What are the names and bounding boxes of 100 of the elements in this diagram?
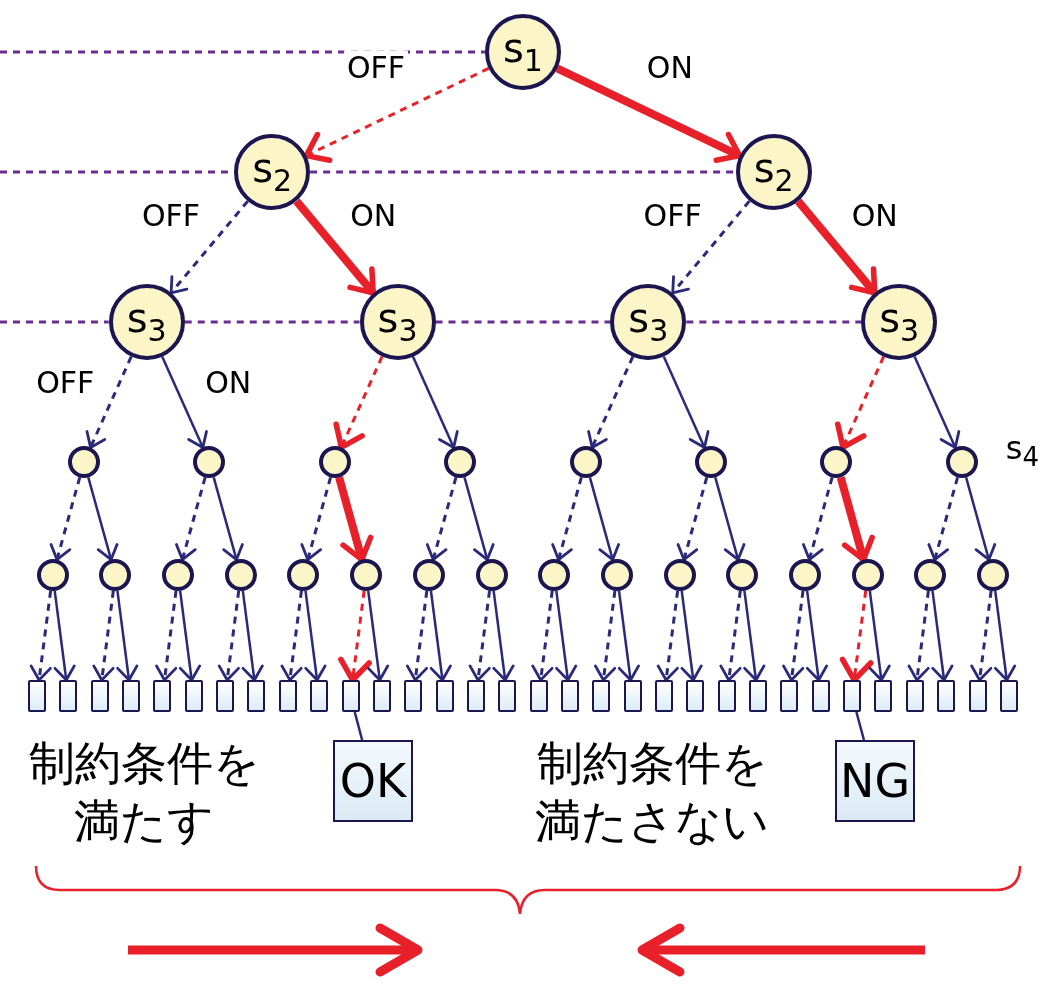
- arrow: [293, 198, 377, 296]
- leader-line: [353, 711, 364, 741]
- leaf-box: [999, 680, 1018, 712]
- arrow: [29, 590, 53, 682]
- state-circle: [193, 446, 226, 478]
- leaf-box: [122, 680, 141, 712]
- arrow: [169, 200, 249, 295]
- arrow: [676, 477, 709, 561]
- state-circle: [99, 559, 132, 591]
- state-circle: [108, 284, 185, 360]
- leaf-box: [28, 680, 46, 712]
- arrow: [907, 590, 930, 682]
- leaf-box: [686, 680, 705, 712]
- arrow: [367, 590, 390, 682]
- leaf-box: [968, 680, 987, 712]
- arrow: [617, 590, 640, 682]
- arrow: [49, 477, 82, 561]
- leaf-box: [623, 680, 642, 712]
- leaf-box: [811, 680, 830, 712]
- state-circle: [945, 446, 978, 478]
- leaf-box: [278, 680, 297, 712]
- arrow: [795, 198, 878, 296]
- arrow: [87, 477, 119, 561]
- guide-line: [686, 320, 862, 324]
- state-circle: [475, 559, 508, 591]
- guide-line: [310, 170, 736, 174]
- arrow: [241, 590, 264, 682]
- arrow: [555, 64, 743, 163]
- leaf-box: [717, 680, 736, 712]
- arrow: [178, 590, 202, 682]
- state-circle: [861, 284, 938, 360]
- caption-text: 制約条件を満たす: [27, 735, 261, 850]
- leaf-box: [498, 680, 517, 712]
- arrow: [913, 356, 961, 449]
- arrow: [300, 477, 332, 561]
- state-circle: [735, 134, 812, 210]
- arrow: [839, 590, 874, 683]
- arrow: [116, 590, 139, 682]
- leaf-box: [655, 680, 673, 712]
- leaf-box: [310, 680, 329, 712]
- state-circle: [538, 559, 571, 591]
- arrow: [931, 590, 954, 682]
- arrow: [405, 590, 429, 682]
- arrow: [588, 477, 621, 561]
- state-circle: [695, 446, 727, 478]
- state-label: s$_{3}$: [126, 298, 167, 346]
- arrow: [463, 477, 495, 561]
- leaf-box: [216, 680, 235, 712]
- state-label: s$_{1}$: [502, 28, 543, 76]
- leaf-box: [404, 680, 423, 712]
- arrow: [964, 477, 997, 561]
- leaf-box: [560, 680, 579, 712]
- state-label: s$_{4}$: [1005, 432, 1040, 471]
- state-circle: [726, 559, 759, 591]
- leaf-box: [153, 680, 172, 712]
- guide-line: [0, 320, 109, 324]
- leaf-box: [874, 680, 893, 712]
- arrow: [805, 590, 829, 682]
- state-circle: [287, 559, 320, 591]
- arrow: [280, 590, 303, 682]
- arrow: [714, 477, 746, 561]
- state-circle: [789, 559, 822, 591]
- arrow: [411, 356, 459, 449]
- state-circle: [444, 446, 477, 478]
- guide-line: [184, 320, 360, 324]
- arrow: [333, 356, 384, 451]
- arrow: [836, 476, 875, 563]
- leaf-box: [937, 680, 956, 712]
- state-label: s$_{2}$: [252, 148, 293, 196]
- arrow: [217, 590, 241, 682]
- leaf-box: [529, 680, 548, 712]
- arrow: [335, 476, 374, 563]
- leaf-box: [372, 680, 391, 712]
- state-circle: [663, 559, 696, 591]
- arrow: [429, 590, 452, 682]
- state-circle: [600, 559, 633, 591]
- arrow: [671, 200, 751, 295]
- state-label: s$_{3}$: [879, 298, 920, 346]
- arrow: [834, 356, 885, 451]
- arrow: [868, 590, 891, 682]
- arrow: [680, 590, 703, 682]
- arrow: [551, 477, 583, 561]
- callout: NG: [835, 740, 915, 822]
- leaf-box: [592, 680, 611, 712]
- state-circle: [350, 559, 383, 591]
- state-circle: [318, 446, 351, 478]
- state-circle: [851, 559, 884, 591]
- state-circle: [820, 446, 853, 478]
- state-circle: [162, 559, 195, 591]
- leaf-box: [90, 680, 109, 712]
- state-circle: [569, 446, 602, 478]
- leaf-box: [435, 680, 454, 712]
- arrow: [593, 590, 617, 682]
- arrow: [303, 67, 490, 163]
- arrow: [85, 356, 133, 449]
- arrow: [555, 590, 578, 682]
- arrow: [53, 590, 76, 682]
- arrow: [425, 477, 458, 561]
- arrow: [802, 477, 834, 561]
- leaf-box: [341, 680, 360, 712]
